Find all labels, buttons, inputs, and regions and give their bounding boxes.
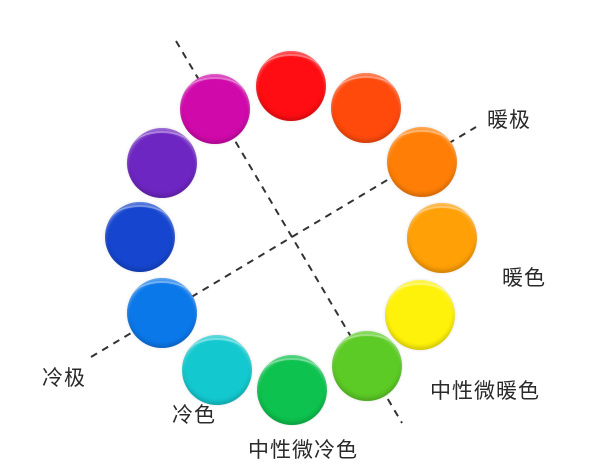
circle-cyan [182, 335, 252, 405]
circle-amber [407, 203, 477, 273]
warm-cold-axis-line [90, 126, 477, 358]
circle-blue [105, 202, 175, 272]
circle-azure [127, 278, 197, 348]
label-neutral-warm: 中性微暖色 [430, 379, 540, 403]
circle-magenta [180, 74, 250, 144]
circle-yellow [385, 280, 455, 350]
circle-red-orange [331, 73, 401, 143]
label-cool-pole: 冷极 [42, 366, 86, 390]
circle-red [256, 51, 326, 121]
circle-violet [127, 128, 197, 198]
circle-orange [387, 127, 457, 197]
label-warm-pole: 暖极 [487, 108, 531, 132]
label-neutral-cool: 中性微冷色 [248, 438, 358, 462]
circle-green [257, 355, 327, 425]
circle-yellow-green [332, 331, 402, 401]
label-warm-color: 暖色 [502, 266, 546, 290]
label-cool-color: 冷色 [172, 403, 216, 427]
